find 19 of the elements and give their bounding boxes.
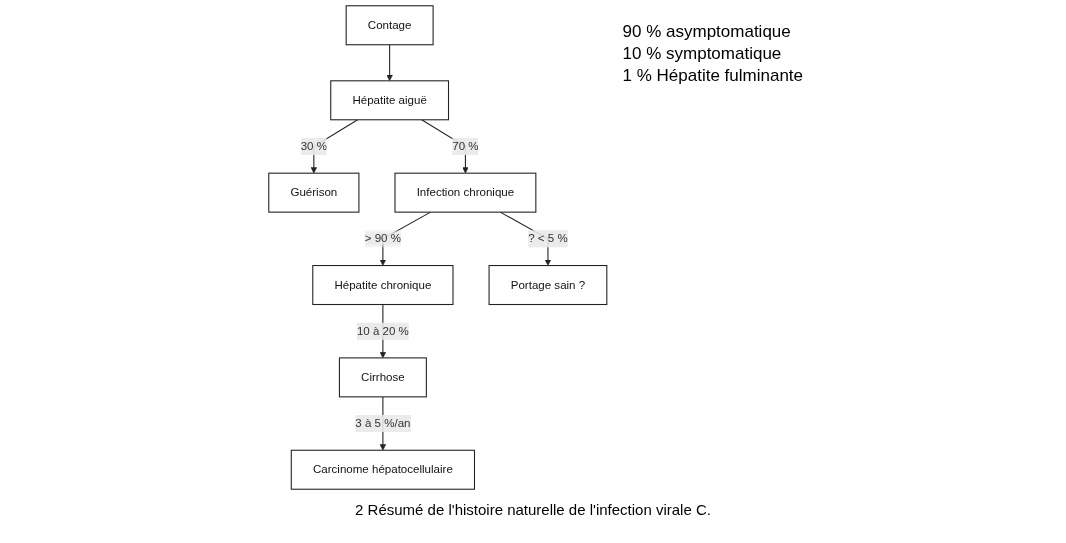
edge-label: 30 % (300, 139, 327, 153)
node-box: Infection chronique (394, 172, 537, 213)
node-annotation: 1 % Hépatite fulminante (622, 66, 804, 86)
node-annotation: 10 % symptomatique (622, 44, 783, 64)
edge-label: 3 à 5 %/an (355, 417, 411, 430)
node-box: Guérison (268, 172, 360, 213)
node-box: Contage (345, 5, 434, 46)
edge-label: 10 à 20 % (356, 324, 409, 337)
arrow (386, 44, 393, 82)
node-box: Carcinome hépatocellulaire (290, 449, 475, 490)
node-box: Portage sain ? (488, 265, 608, 306)
edge-label: ? < 5 % (528, 232, 568, 245)
node-box: Hépatite chronique (312, 265, 454, 306)
edge-label: 70 % (452, 139, 479, 153)
node-annotation: 90 % asymptomatique (622, 22, 792, 42)
node-box: Hépatite aiguë (330, 80, 449, 121)
node-box: Cirrhose (338, 357, 427, 398)
edge-label: > 90 % (364, 232, 401, 245)
figure-caption: 2 Résumé de l'histoire naturelle de l'infection virale C. (355, 501, 711, 518)
